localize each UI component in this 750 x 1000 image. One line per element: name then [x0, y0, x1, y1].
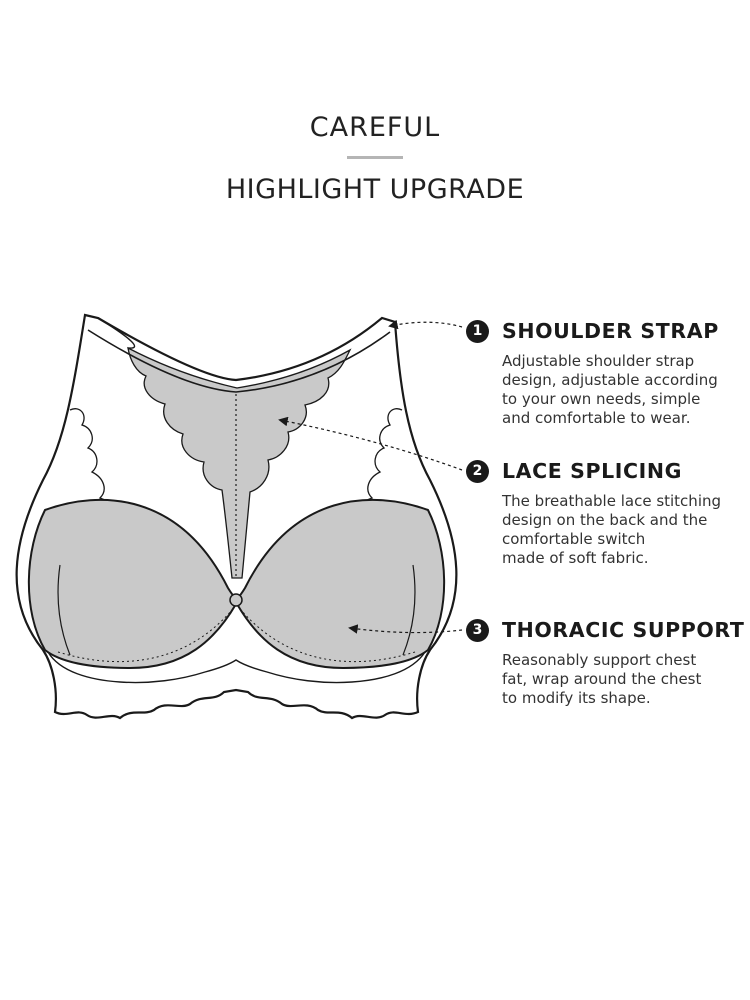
cup-left [27, 498, 238, 670]
feature-lace-splicing: 2 LACE SPLICING The breathable lace stit… [466, 456, 736, 568]
feature-title: THORACIC SUPPORT [502, 618, 745, 642]
feature-shoulder-strap: 1 SHOULDER STRAP Adjustable shoulder str… [466, 316, 736, 428]
cup-right [235, 498, 446, 670]
feature-number-badge: 1 [466, 319, 489, 343]
callout-arrow-3 [348, 624, 463, 634]
feature-number-badge: 3 [466, 618, 489, 642]
feature-description: The breathable lace stitching design on … [502, 492, 722, 567]
callout-arrow-1 [388, 319, 463, 330]
feature-thoracic-support: 3 THORACIC SUPPORT Reasonably support ch… [466, 615, 744, 708]
feature-description: Adjustable shoulder strap design, adjust… [502, 352, 718, 427]
band-hem [47, 651, 426, 684]
header-title-highlight-upgrade: HIGHLIGHT UPGRADE [225, 174, 525, 205]
feature-description: Reasonably support chest fat, wrap aroun… [502, 651, 702, 707]
strap-left [97, 317, 136, 349]
center-gore [229, 593, 243, 607]
header-divider [347, 156, 403, 159]
feature-number-badge: 2 [466, 459, 489, 483]
feature-title: SHOULDER STRAP [502, 319, 719, 343]
callout-arrow-2 [278, 416, 463, 471]
feature-title: LACE SPLICING [502, 459, 683, 483]
header-title-careful: CAREFUL [309, 112, 441, 143]
